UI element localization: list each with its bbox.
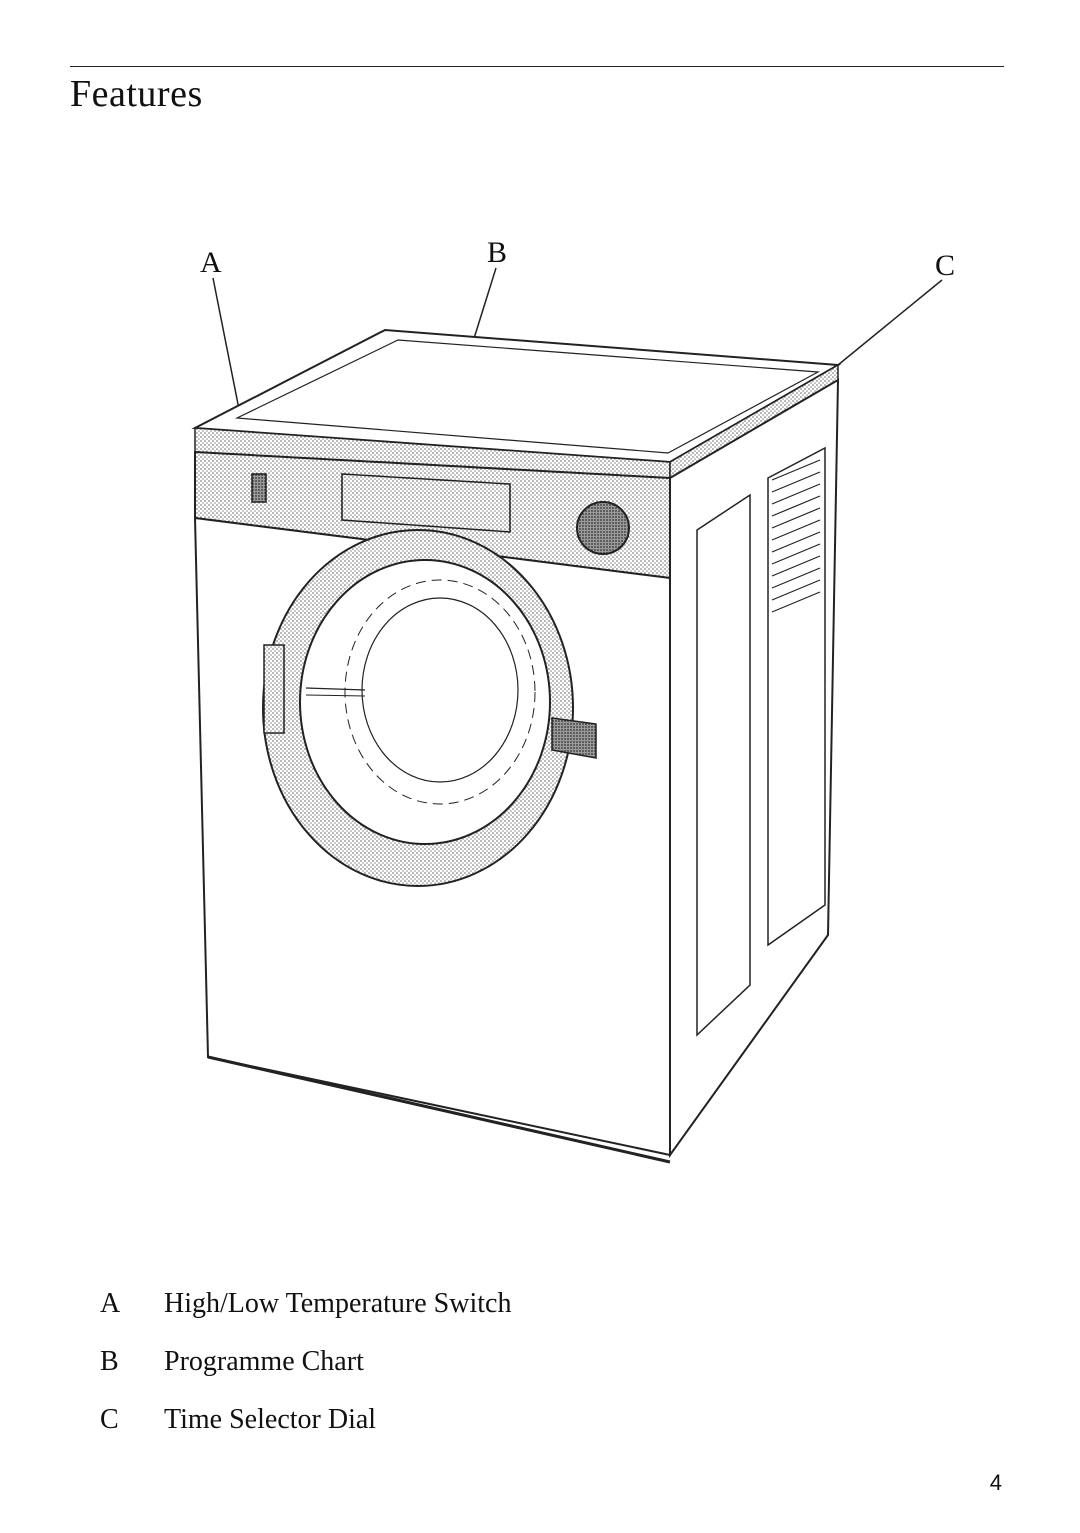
time-selector-dial (576, 501, 630, 555)
side-panel-right (767, 446, 826, 947)
door (262, 529, 574, 887)
side-panel-left (696, 493, 751, 1037)
page-title: Features (70, 73, 203, 115)
callout-c-label: C (935, 249, 955, 282)
legend: A High/Low Temperature Switch B Programm… (100, 1275, 511, 1449)
legend-key: A (100, 1288, 121, 1319)
legend-label: Time Selector Dial (164, 1404, 377, 1435)
leader-line-c (837, 279, 943, 366)
callout-a-label: A (200, 246, 222, 279)
legend-item: A High/Low Temperature Switch (100, 1275, 511, 1333)
base-edge (207, 1055, 671, 1164)
header-rule (70, 66, 1004, 67)
temperature-switch (251, 473, 267, 503)
legend-key: C (100, 1404, 119, 1435)
legend-item: C Time Selector Dial (100, 1391, 511, 1449)
side-vents (771, 459, 821, 613)
callout-b-label: B (487, 236, 507, 269)
legend-item: B Programme Chart (100, 1333, 511, 1391)
door-hinge (263, 644, 285, 734)
programme-chart (341, 473, 511, 533)
legend-label: Programme Chart (164, 1346, 364, 1377)
page-number: 4 (989, 1470, 1002, 1495)
legend-label: High/Low Temperature Switch (164, 1288, 512, 1319)
door-handle (551, 717, 597, 759)
legend-key: B (100, 1346, 119, 1377)
machine-side (669, 378, 840, 1159)
